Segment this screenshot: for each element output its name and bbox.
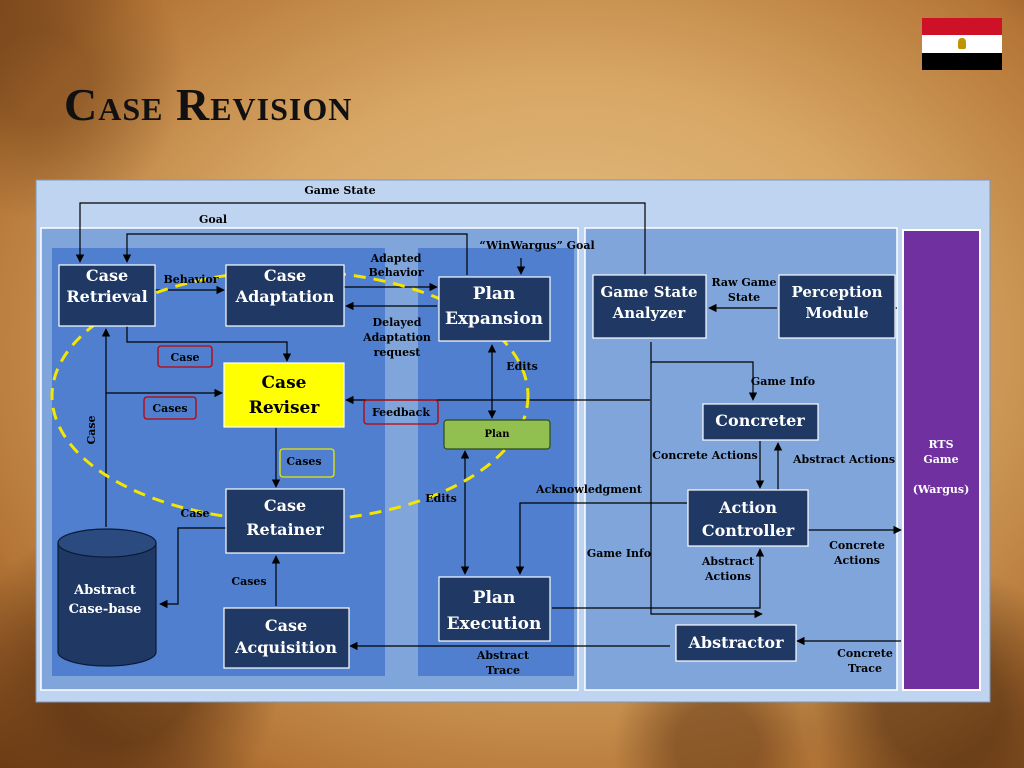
- game-info-top-label: Game Info: [751, 375, 815, 388]
- feedback-tag-box: [363, 399, 439, 425]
- concreter-box: [702, 403, 819, 441]
- acknowledgment-label: Acknowledgment: [535, 483, 643, 496]
- plan-expansion-box: [438, 276, 551, 342]
- abstract-casebase-cylinder: [57, 528, 157, 667]
- perception-module-box: [778, 274, 896, 339]
- case-to-casebase-label: Case: [180, 507, 209, 520]
- cases-tag-box-mid: [279, 448, 335, 478]
- game-state-analyzer-box: [592, 274, 707, 339]
- abstractor-label: Abstractor: [687, 633, 784, 652]
- feedback-label: Feedback: [372, 406, 430, 419]
- game-state-edge-label: Game State: [304, 184, 375, 197]
- cases-tag-label-left: Cases: [152, 402, 187, 415]
- case-retrieval-box: [58, 264, 156, 327]
- case-tag-box: [157, 345, 213, 368]
- rts-game-box: [902, 229, 981, 691]
- concreter-label: Concreter: [715, 411, 805, 430]
- abstractor-box: [675, 624, 797, 662]
- behavior-edge-label: Behavior: [163, 273, 218, 286]
- winwargus-goal-label: “WinWargus” Goal: [479, 239, 594, 252]
- goal-edge-label: Goal: [199, 213, 227, 226]
- cases-acquisition-label: Cases: [231, 575, 266, 588]
- case-tag-label: Case: [170, 351, 199, 364]
- abstract-actions-right-label: Abstract Actions: [792, 453, 895, 466]
- plan-label: Plan: [484, 429, 510, 440]
- action-controller-box: [687, 489, 809, 547]
- case-adaptation-box: [225, 264, 345, 327]
- slide-title: Case Revision: [64, 79, 353, 130]
- case-retainer-box: [225, 488, 345, 554]
- cases-tag-box-left: [143, 396, 197, 420]
- game-info-mid-label: Game Info: [587, 547, 651, 560]
- plan-execution-box: [438, 576, 551, 642]
- egypt-flag-icon: [922, 18, 1002, 70]
- cases-tag-label-mid: Cases: [286, 455, 321, 468]
- case-vertical-label: Case: [85, 415, 98, 444]
- plan-box: [443, 419, 551, 450]
- concrete-actions-left-label: Concrete Actions: [652, 449, 758, 462]
- edits-top-label: Edits: [506, 360, 538, 373]
- case-acquisition-box: [223, 607, 350, 669]
- edits-bottom-label: Edits: [425, 492, 457, 505]
- case-reviser-box: [223, 362, 345, 428]
